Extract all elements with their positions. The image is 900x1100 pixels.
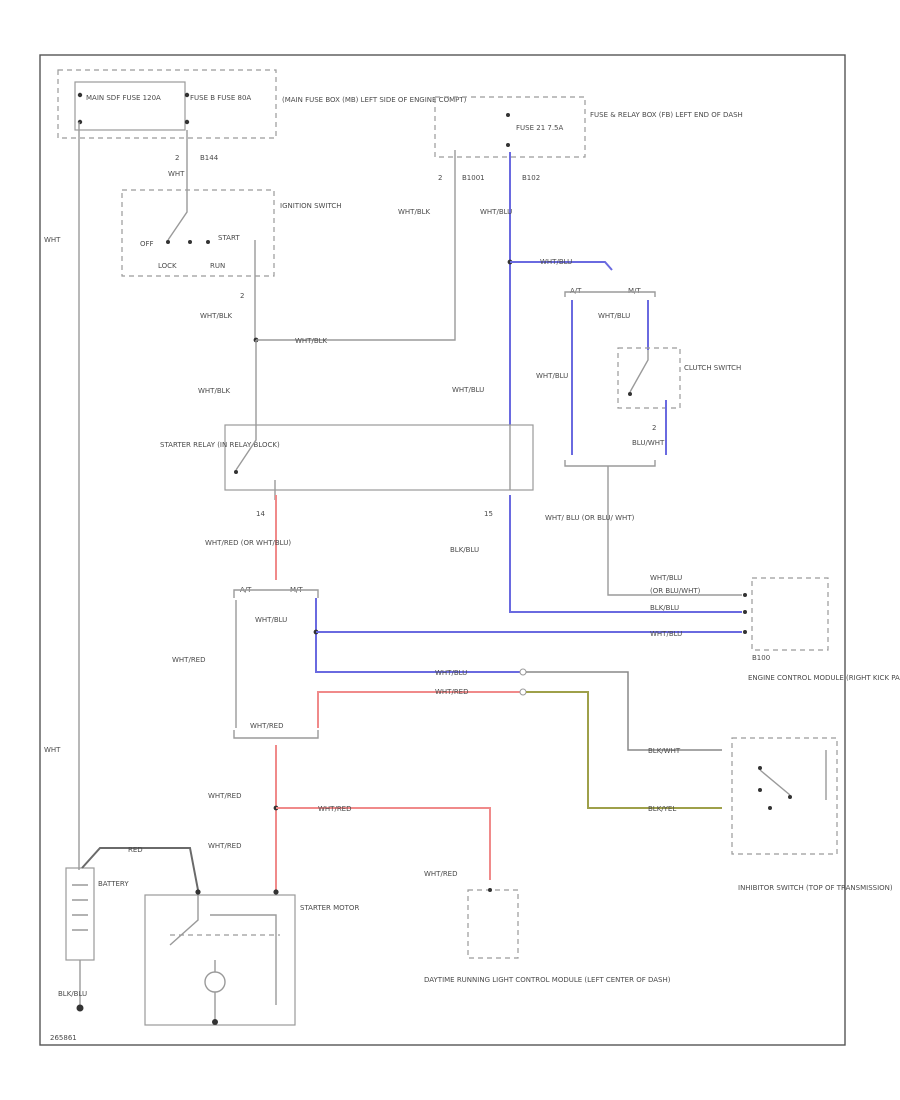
label-off: OFF	[140, 240, 154, 248]
ecm-box	[751, 577, 829, 651]
connector-b102: B102	[522, 174, 540, 182]
fuse-relay-box	[434, 96, 586, 158]
label-blk-blu-ecm: BLK/BLU	[650, 604, 679, 612]
label-blk-yel: BLK/YEL	[648, 805, 676, 813]
label-starter-relay: STARTER RELAY (IN RELAY BLOCK)	[160, 441, 280, 449]
ignition-switch-box	[121, 189, 275, 277]
label-main-sdf-fuse: MAIN SDF FUSE 120A	[86, 94, 161, 102]
label-lock: LOCK	[158, 262, 177, 270]
label-clutch-switch: CLUTCH SWITCH	[684, 364, 741, 372]
label-fuse-b: FUSE B FUSE 80A	[190, 94, 251, 102]
label-wht-blu-6: WHT/BLU	[255, 616, 287, 624]
label-wht-blu-5: WHT/BLU	[536, 372, 568, 380]
label-inhibitor-switch: INHIBITOR SWITCH (TOP OF TRANSMISSION)	[738, 884, 893, 892]
diagram-frame	[39, 54, 846, 1046]
label-blk-wht: BLK/WHT	[648, 747, 681, 755]
label-ignition-switch: IGNITION SWITCH	[280, 202, 342, 210]
label-wht-blk-4: WHT/BLK	[398, 208, 431, 216]
connector-b1001: B1001	[462, 174, 485, 182]
pin-2-fb: 2	[438, 174, 442, 182]
label-wht-left-top: WHT	[44, 236, 61, 244]
label-wht-blu-4: WHT/BLU	[598, 312, 630, 320]
pin-14: 14	[256, 510, 265, 518]
label-engine-control-module: ENGINE CONTROL MODULE (RIGHT KICK PANEL)	[748, 674, 900, 682]
pin-15: 15	[484, 510, 493, 518]
label-wht-red-or-wht-blu: WHT/RED (OR WHT/BLU)	[205, 539, 291, 547]
label-blk: BLK/BLU	[58, 990, 87, 998]
label-wht-red-2: WHT/RED	[435, 688, 469, 696]
pin-2-a: 2	[175, 154, 179, 162]
label-wht-blu-8: WHT/BLU	[435, 669, 467, 677]
label-wht-blk-3: WHT/BLK	[198, 387, 231, 395]
main-fuse-box	[57, 69, 277, 139]
label-starter-motor: STARTER MOTOR	[300, 904, 359, 912]
label-wht-blu-7: WHT/BLU	[650, 630, 682, 638]
battery-box	[65, 867, 95, 961]
label-a-t-1: A/T	[570, 287, 582, 295]
pin-2-clutch: 2	[652, 424, 656, 432]
label-battery: BATTERY	[98, 880, 129, 888]
label-or-blu-wht: (OR BLU/WHT)	[650, 587, 701, 595]
starter-relay-box	[224, 424, 534, 491]
label-wht-red-1: WHT/RED	[172, 656, 206, 664]
footer-code: 265861	[50, 1034, 77, 1042]
label-start: START	[218, 234, 240, 242]
connector-b100: B100	[752, 654, 770, 662]
label-wht-blu-ecm: WHT/BLU	[650, 574, 682, 582]
label-wht-blu-3: WHT/BLU	[452, 386, 484, 394]
label-wht-blu-or-blu-wht: WHT/ BLU (OR BLU/ WHT)	[545, 514, 635, 522]
label-m-t-1: M/T	[628, 287, 641, 295]
label-main-fuse-box: (MAIN FUSE BOX (MB) LEFT SIDE OF ENGINE …	[282, 96, 467, 104]
label-wht-blk-2: WHT/BLK	[295, 337, 328, 345]
label-wht-red-6: WHT/RED	[208, 842, 242, 850]
label-wht-red-3: WHT/RED	[250, 722, 284, 730]
label-wht-blu-1: WHT/BLU	[480, 208, 512, 216]
label-red: RED	[128, 846, 143, 854]
label-wht-red-5: WHT/RED	[318, 805, 352, 813]
label-blu-wht-1: BLU/WHT	[632, 439, 665, 447]
label-blk-blu-1: BLK/BLU	[450, 546, 479, 554]
label-drl-module: DAYTIME RUNNING LIGHT CONTROL MODULE (LE…	[424, 976, 671, 984]
clutch-switch-box	[617, 347, 681, 409]
label-wht-left-bottom: WHT	[44, 746, 61, 754]
label-run: RUN	[210, 262, 225, 270]
label-fuse-21: FUSE 21 7.5A	[516, 124, 564, 132]
label-fuse-relay-box: FUSE & RELAY BOX (FB) LEFT END OF DASH	[590, 111, 743, 119]
label-wht-fuse-b: WHT	[168, 170, 185, 178]
inhibitor-switch-box	[731, 737, 838, 855]
label-wht-blu-2: WHT/BLU	[540, 258, 572, 266]
label-wht-red-7: WHT/RED	[424, 870, 458, 878]
starter-motor-box	[144, 894, 296, 1026]
pin-2-ign: 2	[240, 292, 244, 300]
drl-module-box	[467, 889, 519, 959]
connector-b144: B144	[200, 154, 219, 162]
label-wht-blk-1: WHT/BLK	[200, 312, 233, 320]
label-wht-red-4: WHT/RED	[208, 792, 242, 800]
